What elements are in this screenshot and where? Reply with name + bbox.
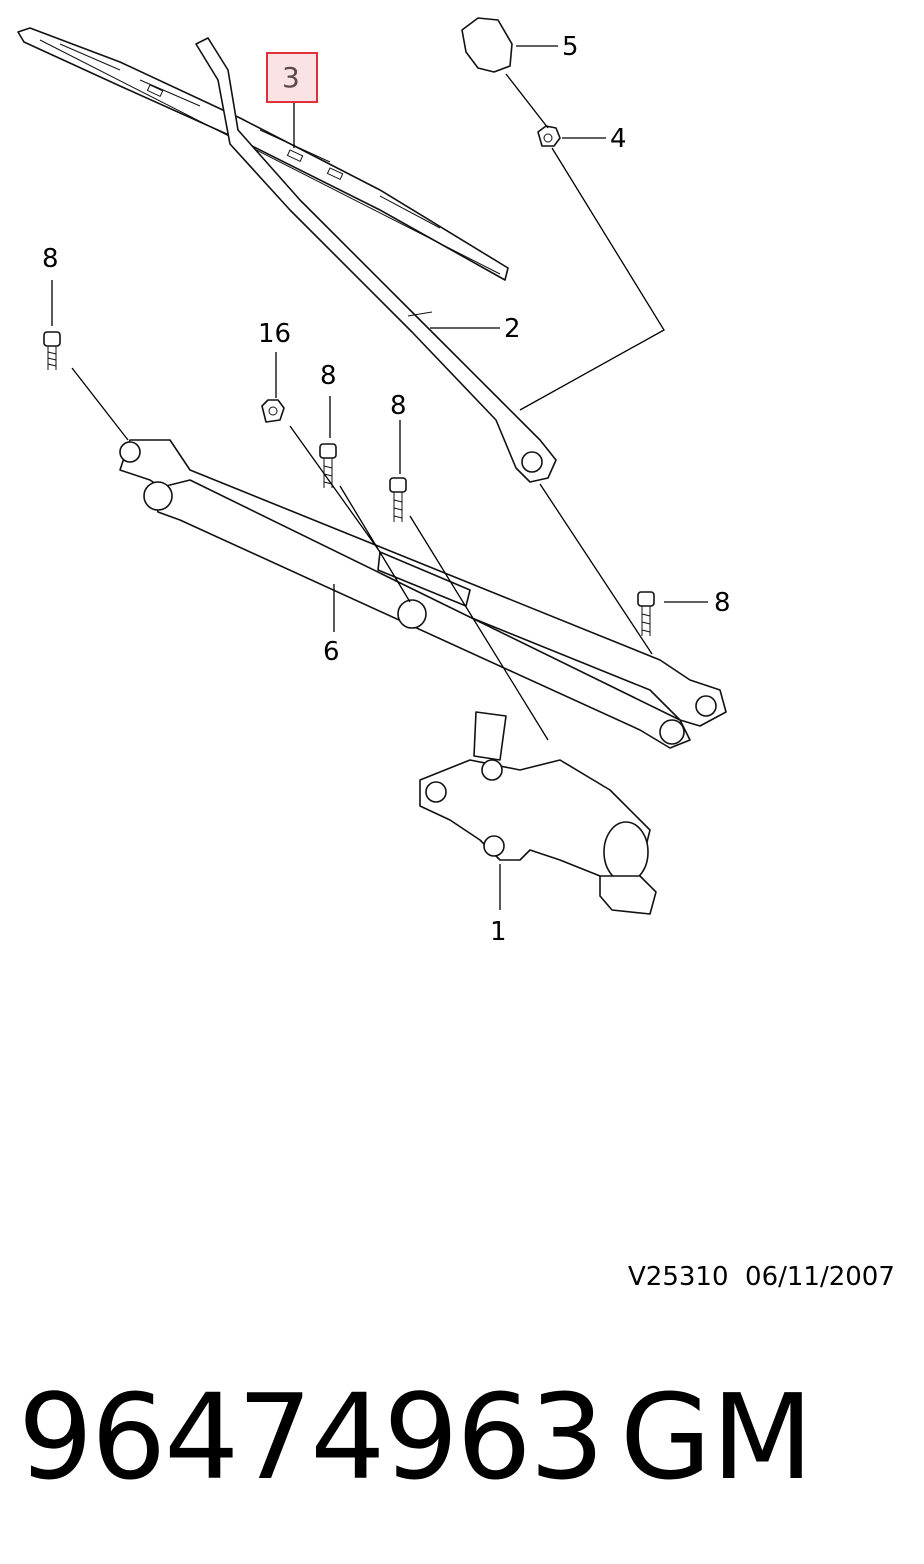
brand-name: GM	[620, 1368, 814, 1506]
callout-4: 4	[610, 124, 627, 154]
callout-8-right: 8	[714, 588, 731, 618]
leader-lines	[51, 45, 708, 910]
callout-16: 16	[258, 319, 291, 349]
wiper-arm-drawing	[195, 37, 557, 483]
wiper-motor-drawing	[419, 711, 657, 915]
part-number: 96474963	[18, 1368, 605, 1506]
callout-1: 1	[490, 917, 507, 947]
nut-drawing	[537, 125, 561, 147]
bolt-drawings	[43, 331, 655, 636]
callout-2: 2	[504, 314, 521, 344]
wiper-assembly-diagram: 5 4 3 2 8 16 8 8 8 6 1	[17, 17, 731, 947]
callout-3: 3	[282, 61, 300, 94]
callout-8-left: 8	[42, 244, 59, 274]
drawing-code: V25310	[628, 1262, 729, 1292]
callout-5: 5	[562, 32, 579, 62]
wiper-blade-drawing	[17, 27, 509, 281]
callout-8-center: 8	[390, 391, 407, 421]
callout-6: 6	[323, 637, 340, 667]
callout-8-middle: 8	[320, 361, 337, 391]
drawing-code-date: V25310 06/11/2007	[628, 1262, 895, 1292]
drawing-date: 06/11/2007	[745, 1262, 895, 1292]
linkage-frame-drawing	[119, 439, 727, 749]
cap-drawing	[461, 17, 513, 73]
callout-3-highlight	[266, 52, 318, 103]
